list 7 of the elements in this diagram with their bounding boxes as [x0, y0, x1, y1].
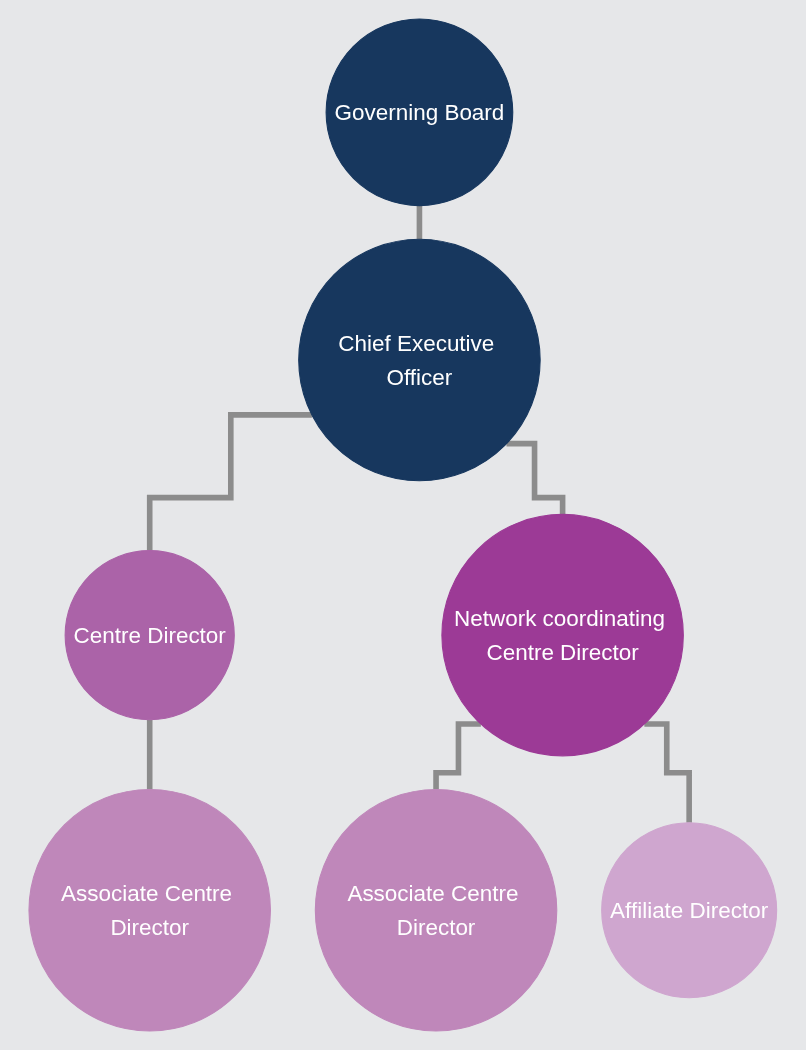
node-circle: Chief Executive Officer	[298, 238, 541, 482]
node-circle: Associate Centre Director	[28, 789, 272, 1032]
node-circle: Affiliate Director	[601, 822, 778, 999]
node-circle: Network coordinating Centre Director	[441, 513, 685, 757]
node-circle: Centre Director	[64, 550, 235, 721]
node-circle: Associate Centre Director	[314, 789, 558, 1032]
node-circle: Governing Board	[325, 18, 514, 207]
